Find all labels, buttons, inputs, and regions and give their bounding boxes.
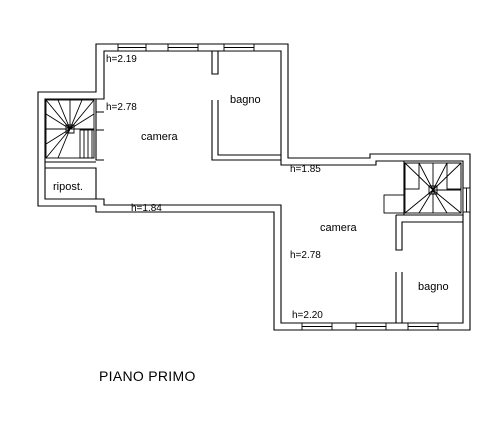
staircase-2	[383, 162, 462, 214]
height-label-5: h=2.78	[290, 250, 321, 261]
outer-walls	[37, 43, 471, 331]
height-labels: h=2.19 h=2.78 h=1.85 h=1.84 h=2.78 h=2.2…	[106, 54, 323, 321]
room-label-camera-2: camera	[320, 222, 358, 234]
height-label-6: h=2.20	[292, 310, 323, 321]
floor-title: PIANO PRIMO	[99, 368, 196, 384]
height-label-3: h=1.85	[290, 164, 321, 175]
room-label-bagno-2: bagno	[418, 281, 449, 293]
interior-walls	[45, 51, 463, 323]
height-label-4: h=1.84	[131, 203, 162, 214]
height-label-2: h=2.78	[106, 102, 137, 113]
room-label-bagno-1: bagno	[230, 94, 261, 106]
room-label-ripostiglio: ripost.	[53, 181, 83, 193]
windows	[117, 43, 471, 331]
height-label-1: h=2.19	[106, 54, 137, 65]
room-label-camera-1: camera	[141, 131, 179, 143]
room-labels: camera bagno ripost. camera bagno	[53, 94, 449, 293]
staircase-1	[45, 99, 104, 159]
